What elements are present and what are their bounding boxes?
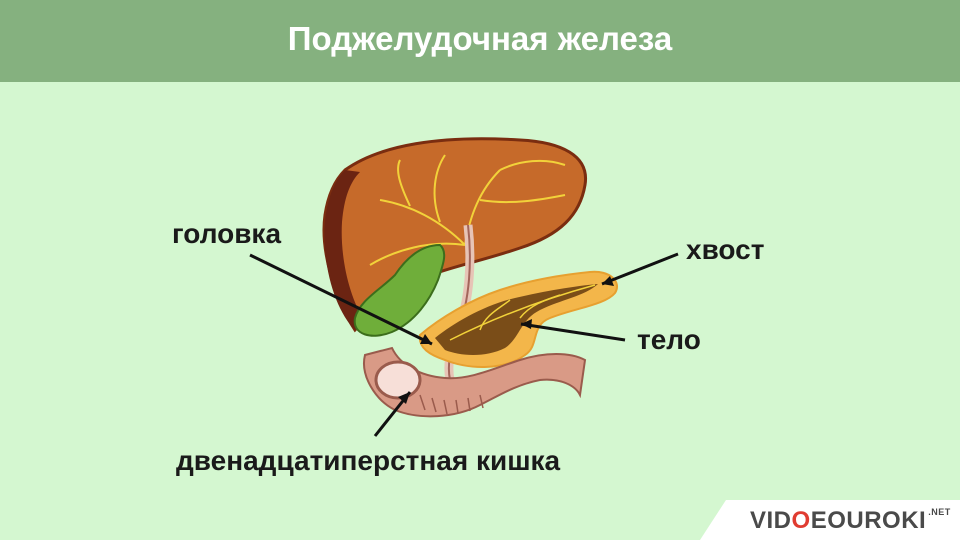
logo-part2: EOUROKI: [810, 507, 927, 534]
slide-title: Поджелудочная железа: [287, 20, 673, 57]
pointer-body: [520, 322, 626, 342]
label-head: головка: [172, 218, 282, 249]
logo-suffix: .NET: [928, 507, 951, 517]
duodenum-opening: [374, 360, 422, 400]
header-bar: [0, 0, 960, 82]
label-body: тело: [637, 324, 701, 355]
liver-dark-edge: [324, 170, 365, 330]
logo-o: O: [791, 507, 811, 534]
logo-part1: VID: [750, 507, 792, 534]
duodenum-folds: [419, 394, 484, 415]
label-tail: хвост: [686, 234, 765, 265]
label-duodenum: двенадцатиперстная кишка: [176, 445, 561, 476]
pancreas-veins: [449, 284, 596, 341]
pancreas-inner: [435, 284, 598, 355]
pointer-tail: [601, 252, 679, 286]
logo-background: [700, 500, 960, 540]
liver-veins: [369, 154, 566, 266]
gallbladder: [353, 243, 446, 337]
pointer-head: [249, 253, 433, 346]
videouroki-logo: VIDOEOUROKI.NET: [750, 507, 951, 535]
duodenum: [363, 346, 587, 418]
